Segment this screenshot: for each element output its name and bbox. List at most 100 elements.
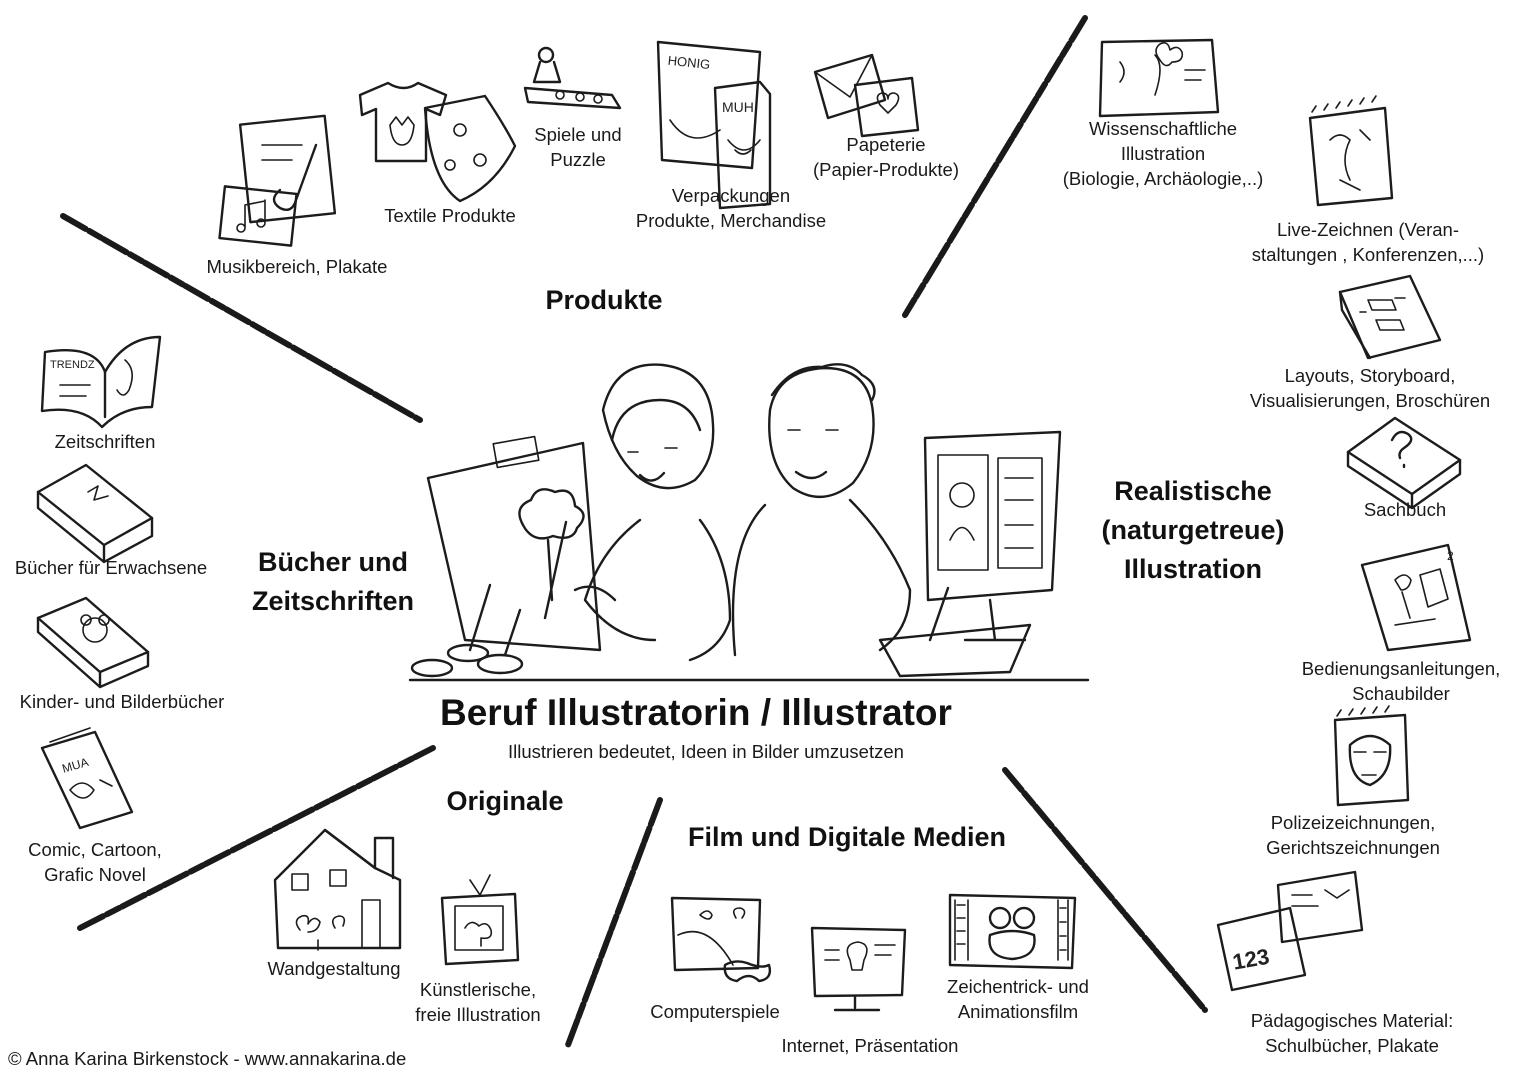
label-live-line-2: staltungen , Konferenzen,...): [1251, 244, 1485, 265]
packaging-icon: HONIG MUH: [656, 40, 772, 210]
icon-text-comic: MUA: [60, 755, 89, 776]
label-paedagogisches-material: Pädagogisches Material: Schulbücher, Pla…: [1232, 1008, 1472, 1058]
educational-material-icon: 123: [1216, 870, 1364, 992]
label-verpackungen: Verpackungen Produkte, Merchandise: [618, 183, 844, 233]
label-polizei-line-1: Polizeizeichnungen,: [1270, 812, 1436, 833]
label-textile-produkte: Textile Produkte: [362, 203, 538, 228]
label-wand-line: Wandgestaltung: [267, 958, 401, 979]
label-musikbereich-line: Musikbereich, Plakate: [206, 256, 388, 277]
icon-text-muh: MUH: [722, 99, 754, 115]
section-originale-line: Originale: [446, 786, 564, 816]
section-buecher-zeitschriften: Bücher und Zeitschriften: [225, 543, 441, 621]
label-wissenschaft-line-2: Illustration: [1120, 143, 1206, 164]
animation-film-icon: [948, 893, 1077, 970]
label-buecher-erwachsene: Bücher für Erwachsene: [0, 555, 222, 580]
section-realistisch-line-3: Illustration: [1123, 554, 1262, 584]
label-spiele-line-2: Puzzle: [550, 149, 606, 170]
label-zeichentrick-line-1: Zeichentrick- und: [947, 976, 1089, 997]
label-textile-line: Textile Produkte: [384, 205, 516, 226]
label-spiele-line-1: Spiele und: [534, 124, 622, 145]
label-papeterie-line-2: (Papier-Produkte): [812, 159, 959, 180]
label-zeichentrick-line-2: Animationsfilm: [957, 1001, 1079, 1022]
label-polizeizeichnungen: Polizeizeichnungen, Gerichtszeichnungen: [1244, 810, 1462, 860]
label-wissenschaft-line-1: Wissenschaftliche: [1088, 118, 1238, 139]
music-poster-icon: [218, 114, 337, 247]
computer-game-icon: [670, 896, 772, 983]
label-comic-line-2: Grafic Novel: [44, 864, 146, 885]
label-zeichentrick: Zeichentrick- und Animationsfilm: [930, 974, 1106, 1024]
police-sketch-icon: [1333, 705, 1410, 807]
textile-products-icon: [358, 81, 517, 203]
label-kuenstlerische-illustration: Künstlerische, freie Illustration: [398, 977, 558, 1027]
label-papeterie: Papeterie (Papier-Produkte): [796, 132, 976, 182]
label-polizei-line-2: Gerichtszeichnungen: [1266, 837, 1440, 858]
label-zeitschriften-line: Zeitschriften: [54, 431, 156, 452]
section-film-line: Film und Digitale Medien: [687, 822, 1006, 852]
label-internet-praesentation: Internet, Präsentation: [762, 1033, 978, 1058]
label-kinder-line: Kinder- und Bilderbücher: [19, 691, 225, 712]
comic-icon: MUA: [40, 727, 134, 830]
label-bedienungsanleitungen: Bedienungsanleitungen, Schaubilder: [1282, 656, 1520, 706]
game-board-icon: [523, 46, 622, 110]
label-musikbereich: Musikbereich, Plakate: [188, 254, 406, 279]
label-spiele-puzzle: Spiele und Puzzle: [520, 122, 636, 172]
icon-text-numbers: 123: [1231, 944, 1272, 975]
label-sachbuch-line: Sachbuch: [1363, 499, 1447, 520]
layouts-brochure-icon: [1338, 274, 1442, 360]
label-verpackungen-line-2: Produkte, Merchandise: [635, 210, 827, 231]
label-verpackungen-line-1: Verpackungen: [671, 185, 791, 206]
label-comic-cartoon: Comic, Cartoon, Grafic Novel: [12, 837, 178, 887]
label-kuenstlerisch-line-1: Künstlerische,: [419, 979, 537, 1000]
framed-art-icon: [440, 874, 520, 966]
label-kuenstlerisch-line-2: freie Illustration: [415, 1004, 541, 1025]
label-layouts-line-2: Visualisierungen, Broschüren: [1249, 390, 1491, 411]
label-wandgestaltung: Wandgestaltung: [252, 956, 416, 981]
icon-text-trends: TRENDZ: [50, 359, 95, 371]
label-internet-line: Internet, Präsentation: [781, 1035, 959, 1056]
nonfiction-book-icon: [1346, 416, 1462, 510]
label-paedagogik-line-1: Pädagogisches Material:: [1250, 1010, 1454, 1031]
label-wissenschaftliche-illustration: Wissenschaftliche Illustration (Biologie…: [1040, 116, 1286, 191]
stationery-icon: [813, 53, 920, 138]
svg-text:2: 2: [1447, 549, 1454, 563]
label-layouts: Layouts, Storyboard, Visualisierungen, B…: [1234, 363, 1506, 413]
page-subtitle: Illustrieren bedeutet, Ideen in Bilder u…: [508, 741, 904, 762]
label-papeterie-line-1: Papeterie: [846, 134, 926, 155]
label-zeitschriften: Zeitschriften: [40, 429, 170, 454]
section-realistische-illustration: Realistische (naturgetreue) Illustration: [1078, 472, 1308, 589]
section-realistisch-line-1: Realistische: [1114, 476, 1272, 506]
label-live-zeichnen: Live-Zeichnen (Veran- staltungen , Konfe…: [1230, 217, 1506, 267]
section-originale: Originale: [412, 782, 598, 821]
presentation-screen-icon: [810, 926, 907, 1012]
label-paedagogik-line-2: Schulbücher, Plakate: [1265, 1035, 1439, 1056]
label-computerspiele-line: Computerspiele: [650, 1001, 780, 1022]
label-bedienung-line-1: Bedienungsanleitungen,: [1301, 658, 1501, 679]
label-computerspiele: Computerspiele: [636, 999, 794, 1024]
magazine-icon: TRENDZ: [40, 335, 162, 429]
label-layouts-line-1: Layouts, Storyboard,: [1284, 365, 1456, 386]
label-live-line-1: Live-Zeichnen (Veran-: [1276, 219, 1459, 240]
live-drawing-sketchbook-icon: [1308, 95, 1394, 207]
label-erwachsene-line: Bücher für Erwachsene: [14, 557, 208, 578]
divider-lines: [60, 15, 1208, 1048]
instruction-manual-icon: 2: [1360, 543, 1472, 652]
icon-text-honig: HONIG: [667, 53, 711, 72]
section-buecher-line-1: Bücher und: [257, 547, 408, 577]
central-illustration: [408, 363, 1090, 682]
copyright-footer: © Anna Karina Birkenstock - www.annakari…: [8, 1048, 407, 1069]
section-film-digitale-medien: Film und Digitale Medien: [652, 818, 1042, 857]
house-wall-icon: [273, 828, 402, 951]
page-title: Beruf Illustratorin / Illustrator: [440, 692, 952, 733]
section-buecher-line-2: Zeitschriften: [251, 586, 415, 616]
label-bedienung-line-2: Schaubilder: [1352, 683, 1450, 704]
adult-book-icon: [36, 463, 154, 564]
label-kinder-bilderbuecher: Kinder- und Bilderbücher: [0, 689, 244, 714]
section-produkte-line: Produkte: [545, 285, 663, 315]
label-comic-line-1: Comic, Cartoon,: [28, 839, 162, 860]
label-wissenschaft-line-3: (Biologie, Archäologie,..): [1062, 168, 1264, 189]
label-sachbuch: Sachbuch: [1348, 497, 1462, 522]
section-produkte: Produkte: [502, 281, 706, 320]
section-realistisch-line-2: (naturgetreue): [1101, 515, 1285, 545]
children-book-icon: [36, 596, 150, 689]
